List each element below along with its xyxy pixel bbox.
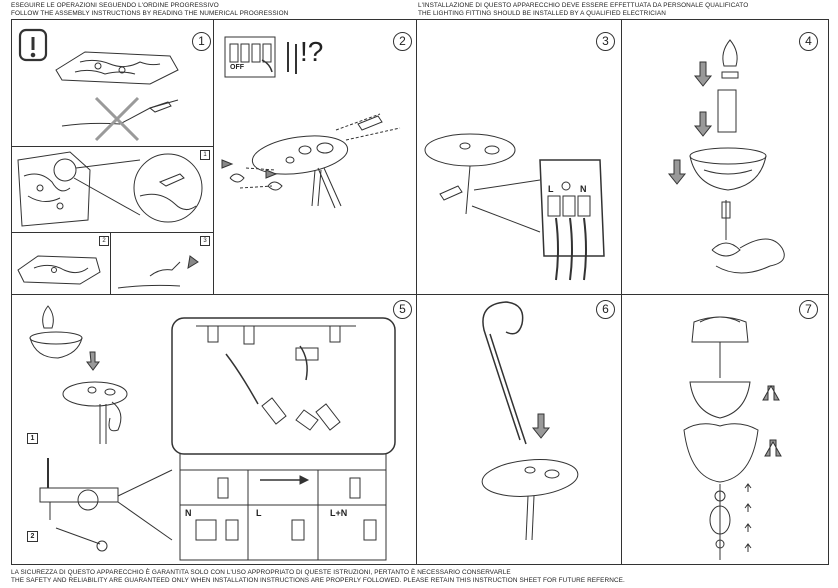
packaging-sheet-icon [55,51,179,85]
header-left-line2: FOLLOW THE ASSEMBLY INSTRUCTIONS BY READ… [11,10,289,17]
step-number-1: 1 [192,32,211,51]
step-number-7: 7 [799,300,818,319]
footer-line2: THE SAFETY AND RELIABILITY ARE GUARANTEE… [11,577,625,584]
terminal-label-n: N [580,184,587,194]
step5-sub-1: 1 [27,433,38,444]
canopy-and-cups-icon [683,316,782,560]
lamp-arm-icon [711,200,785,274]
step1-sub-2: 2 [99,236,109,246]
tools-question-label: !? [300,36,324,67]
footer-line1: LA SICUREZZA DI QUESTO APPARECCHIO È GAR… [11,569,511,576]
wire-label-n: N [185,508,192,518]
step-number-3: 3 [596,32,615,51]
step1-sub-3: 3 [200,236,210,246]
instruction-frame [11,19,829,565]
ceiling-plate-icon [221,113,401,209]
header-right-line2: THE LIGHTING FITTING SHOULD BE INSTALLED… [418,10,666,17]
decorative-arm-icon [481,301,579,541]
header-left-line1: ESEGUIRE LE OPERAZIONI SEGUENDO L'ORDINE… [11,2,219,9]
grid-divider-v3 [621,19,622,565]
step5-sub-2: 2 [27,531,38,542]
parts-layout-icon [17,151,203,227]
step-number-2: 2 [393,32,412,51]
warning-icon [18,28,48,62]
step1-divider-a [11,146,213,147]
no-sharp-tool-icon [61,96,179,142]
unpack-sheet-icon [17,255,101,285]
step-number-5: 5 [393,300,412,319]
step1-sub-1: 1 [200,150,210,160]
terminal-block-icon [424,133,605,281]
step1-divider-c [110,232,111,294]
step-number-4: 4 [799,32,818,51]
grid-divider-h [11,294,829,295]
power-off-switch-icon [224,36,276,78]
step-number-6: 6 [596,300,615,319]
candle-bulb-icon [667,39,739,185]
step5-assembly-bottom [39,458,173,552]
step5-assembly-top [29,305,128,444]
grid-divider-v2 [416,19,417,565]
wire-label-l: L [256,508,262,518]
screwdriver-icon [287,42,297,74]
pull-out-icon [117,255,199,289]
off-switch-label: OFF [230,64,244,71]
wire-label-l-n: L+N [330,508,348,518]
header-right-line1: L'INSTALLAZIONE DI QUESTO APPARECCHIO DE… [418,2,749,9]
step5-wiring-closeup [171,317,396,561]
glass-bowl-icon [689,147,767,191]
grid-divider-v1 [213,19,214,294]
terminal-label-l: L [548,184,554,194]
step1-divider-b [11,232,213,233]
